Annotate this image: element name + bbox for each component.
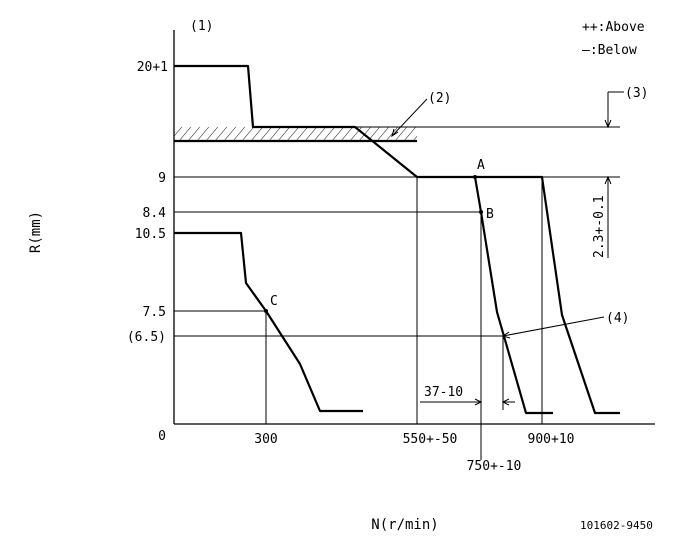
x-tick-550: 550+-50 — [403, 432, 458, 447]
y-tick-8-4: 8.4 — [143, 206, 167, 221]
legend-below: —:Below — [582, 43, 637, 58]
dim-23-label: 2.3+-0.1 — [592, 195, 607, 258]
dim-37-arrow-right — [501, 398, 510, 406]
y-tick-0: 0 — [158, 429, 166, 444]
point-c-label: C — [270, 294, 278, 309]
dim-23-arrow-bottom — [604, 175, 612, 185]
callout-2-label: (2) — [428, 91, 451, 106]
dim-23-arrow-top — [604, 119, 612, 129]
callout-4-leader — [502, 316, 605, 337]
y-tick-20: 20+1 — [137, 60, 168, 75]
y-tick-9: 9 — [158, 171, 166, 186]
legend-above: ++:Above — [582, 20, 645, 35]
y-axis-title: R(mm) — [28, 211, 44, 253]
x-tick-900: 900+10 — [528, 432, 575, 447]
x-tick-750: 750+-10 — [467, 459, 522, 474]
idle-curve — [174, 231, 363, 413]
document-id: 101602-9450 — [580, 519, 653, 532]
y-tick-10-5: 10.5 — [135, 227, 166, 242]
point-a-label: A — [477, 158, 485, 173]
point-c-marker — [264, 309, 268, 313]
rack-limit-curve — [473, 176, 553, 415]
stopper-hatch — [174, 127, 417, 141]
x-axis-title: N(r/min) — [371, 517, 438, 533]
callout-4-arrow — [501, 331, 511, 339]
callout-1-label: (1) — [190, 19, 213, 34]
point-a-marker — [473, 175, 477, 179]
y-tick-7-5: 7.5 — [143, 305, 166, 320]
point-b-marker — [479, 210, 483, 214]
callout-3-label: (3) — [625, 86, 648, 101]
point-b-label: B — [486, 207, 494, 222]
callout-2-arrow — [391, 128, 399, 138]
dim-37-label: 37-10 — [424, 385, 463, 400]
dim-37-arrow-left — [474, 398, 483, 406]
y-tick-6-5: (6.5) — [127, 330, 166, 345]
callout-4-label: (4) — [606, 311, 629, 326]
x-tick-300: 300 — [254, 432, 277, 447]
callout-2-leader — [391, 98, 428, 137]
